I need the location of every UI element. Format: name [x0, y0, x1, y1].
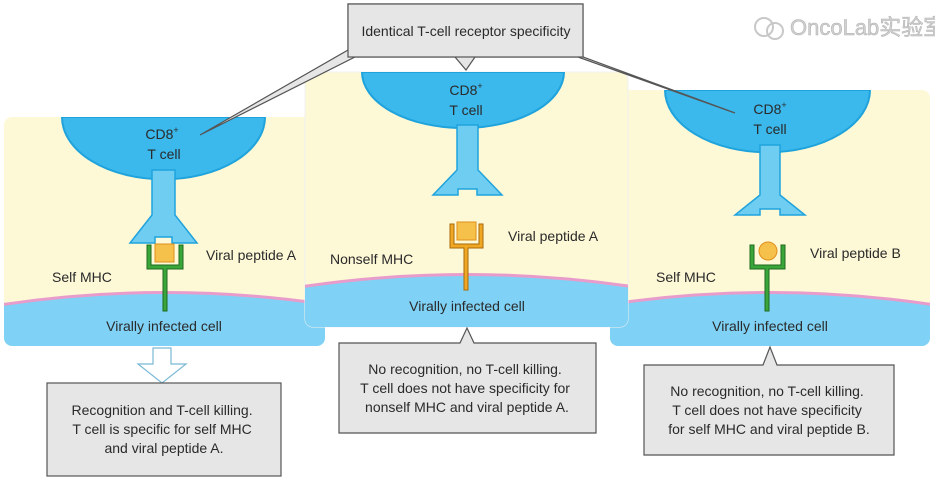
result-text: No recognition, no T-cell killing. T cel…: [668, 383, 870, 437]
mhc-molecule: [146, 244, 184, 312]
cell-label: Virally infected cell: [712, 318, 828, 334]
cell-label: Virally infected cell: [409, 298, 525, 314]
result-box-middle: No recognition, no T-cell killing. T cel…: [338, 326, 597, 434]
t-cell-receptor: [431, 124, 504, 196]
wechat-icon: [754, 17, 774, 37]
viral-peptide-a: [456, 221, 477, 241]
top-callout: Identical T-cell receptor specificity: [199, 3, 736, 136]
panel-nonself-mhc-peptide-a: CD8+ T cell Nonself MHC Viral peptide A …: [304, 71, 629, 328]
result-text: Recognition and T-cell killing. T cell i…: [72, 402, 257, 456]
tcell-label: CD8+: [145, 125, 178, 142]
t-cell-receptor: [128, 169, 199, 244]
result-box-right: No recognition, no T-cell killing. T cel…: [643, 345, 895, 456]
watermark-text: OncoLab实验室: [790, 15, 935, 40]
mhc-label: Self MHC: [52, 269, 112, 285]
peptide-label: Viral peptide A: [508, 228, 599, 244]
watermark: OncoLab实验室: [754, 15, 935, 40]
viral-peptide-b: [758, 241, 778, 261]
tcell-label-2: T cell: [753, 121, 786, 137]
t-cell-receptor: [732, 144, 808, 216]
tcell-label-2: T cell: [147, 146, 180, 162]
tcell-label: CD8+: [449, 81, 482, 98]
down-arrow-icon: [136, 347, 188, 384]
peptide-label: Viral peptide A: [206, 247, 297, 263]
mhc-label: Self MHC: [656, 269, 716, 285]
panel-self-mhc-peptide-b: CD8+ T cell Self MHC Viral peptide B Vir…: [610, 90, 930, 346]
cell-label: Virally infected cell: [106, 318, 222, 334]
tcell-label-2: T cell: [449, 102, 482, 118]
result-text: No recognition, no T-cell killing. T cel…: [360, 361, 574, 415]
viral-peptide-a: [154, 243, 175, 263]
mhc-molecule: [749, 244, 786, 312]
mhc-label: Nonself MHC: [330, 251, 413, 267]
mhc-molecule: [449, 223, 484, 291]
top-callout-text: Identical T-cell receptor specificity: [361, 23, 570, 39]
result-box-left: Recognition and T-cell killing. T cell i…: [46, 382, 282, 477]
panel-self-mhc-peptide-a: CD8+ T cell Self MHC Viral peptide A Vir…: [4, 117, 325, 346]
tcell-label: CD8+: [753, 100, 786, 117]
peptide-label: Viral peptide B: [810, 245, 901, 261]
